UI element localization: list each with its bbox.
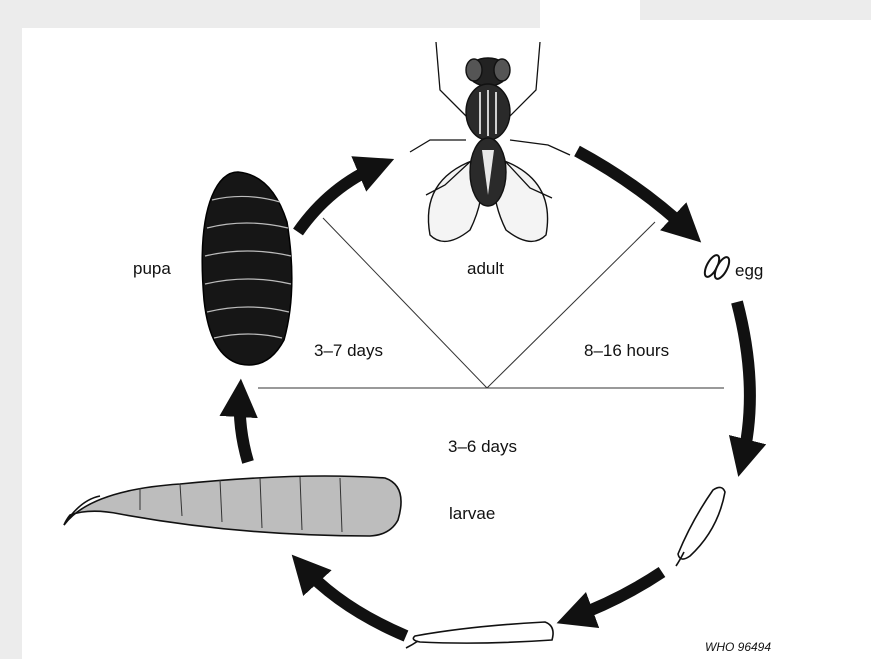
arrow-larva-to-larva [571,572,662,618]
cycle-arrows [240,151,750,636]
duration-label-larval-period: 3–6 days [448,437,517,457]
left-diagonal-line [323,218,487,388]
duration-label-pupa-to-adult: 3–7 days [314,341,383,361]
stage-label-pupa: pupa [133,259,171,279]
egg-illustration [702,253,732,281]
duration-divider-lines [258,218,724,388]
small-larva-illustration [676,487,725,566]
adult-fly-illustration [410,42,570,241]
right-diagonal-line [487,222,655,388]
arrow-larva-to-larvae [302,566,406,636]
figure-credit: WHO 96494 [705,640,771,654]
stage-label-egg: egg [735,261,763,281]
medium-larva-illustration [406,622,553,648]
pupa-illustration [202,172,292,365]
stage-label-adult: adult [467,259,504,279]
stage-label-larvae: larvae [449,504,495,524]
arrow-egg-to-larva [737,302,750,462]
arrow-adult-to-egg [577,151,690,232]
large-larva-illustration [64,476,401,536]
duration-label-adult-to-egg: 8–16 hours [584,341,669,361]
arrow-pupa-to-adult [298,165,380,232]
arrow-larvae-to-pupa [240,394,248,462]
